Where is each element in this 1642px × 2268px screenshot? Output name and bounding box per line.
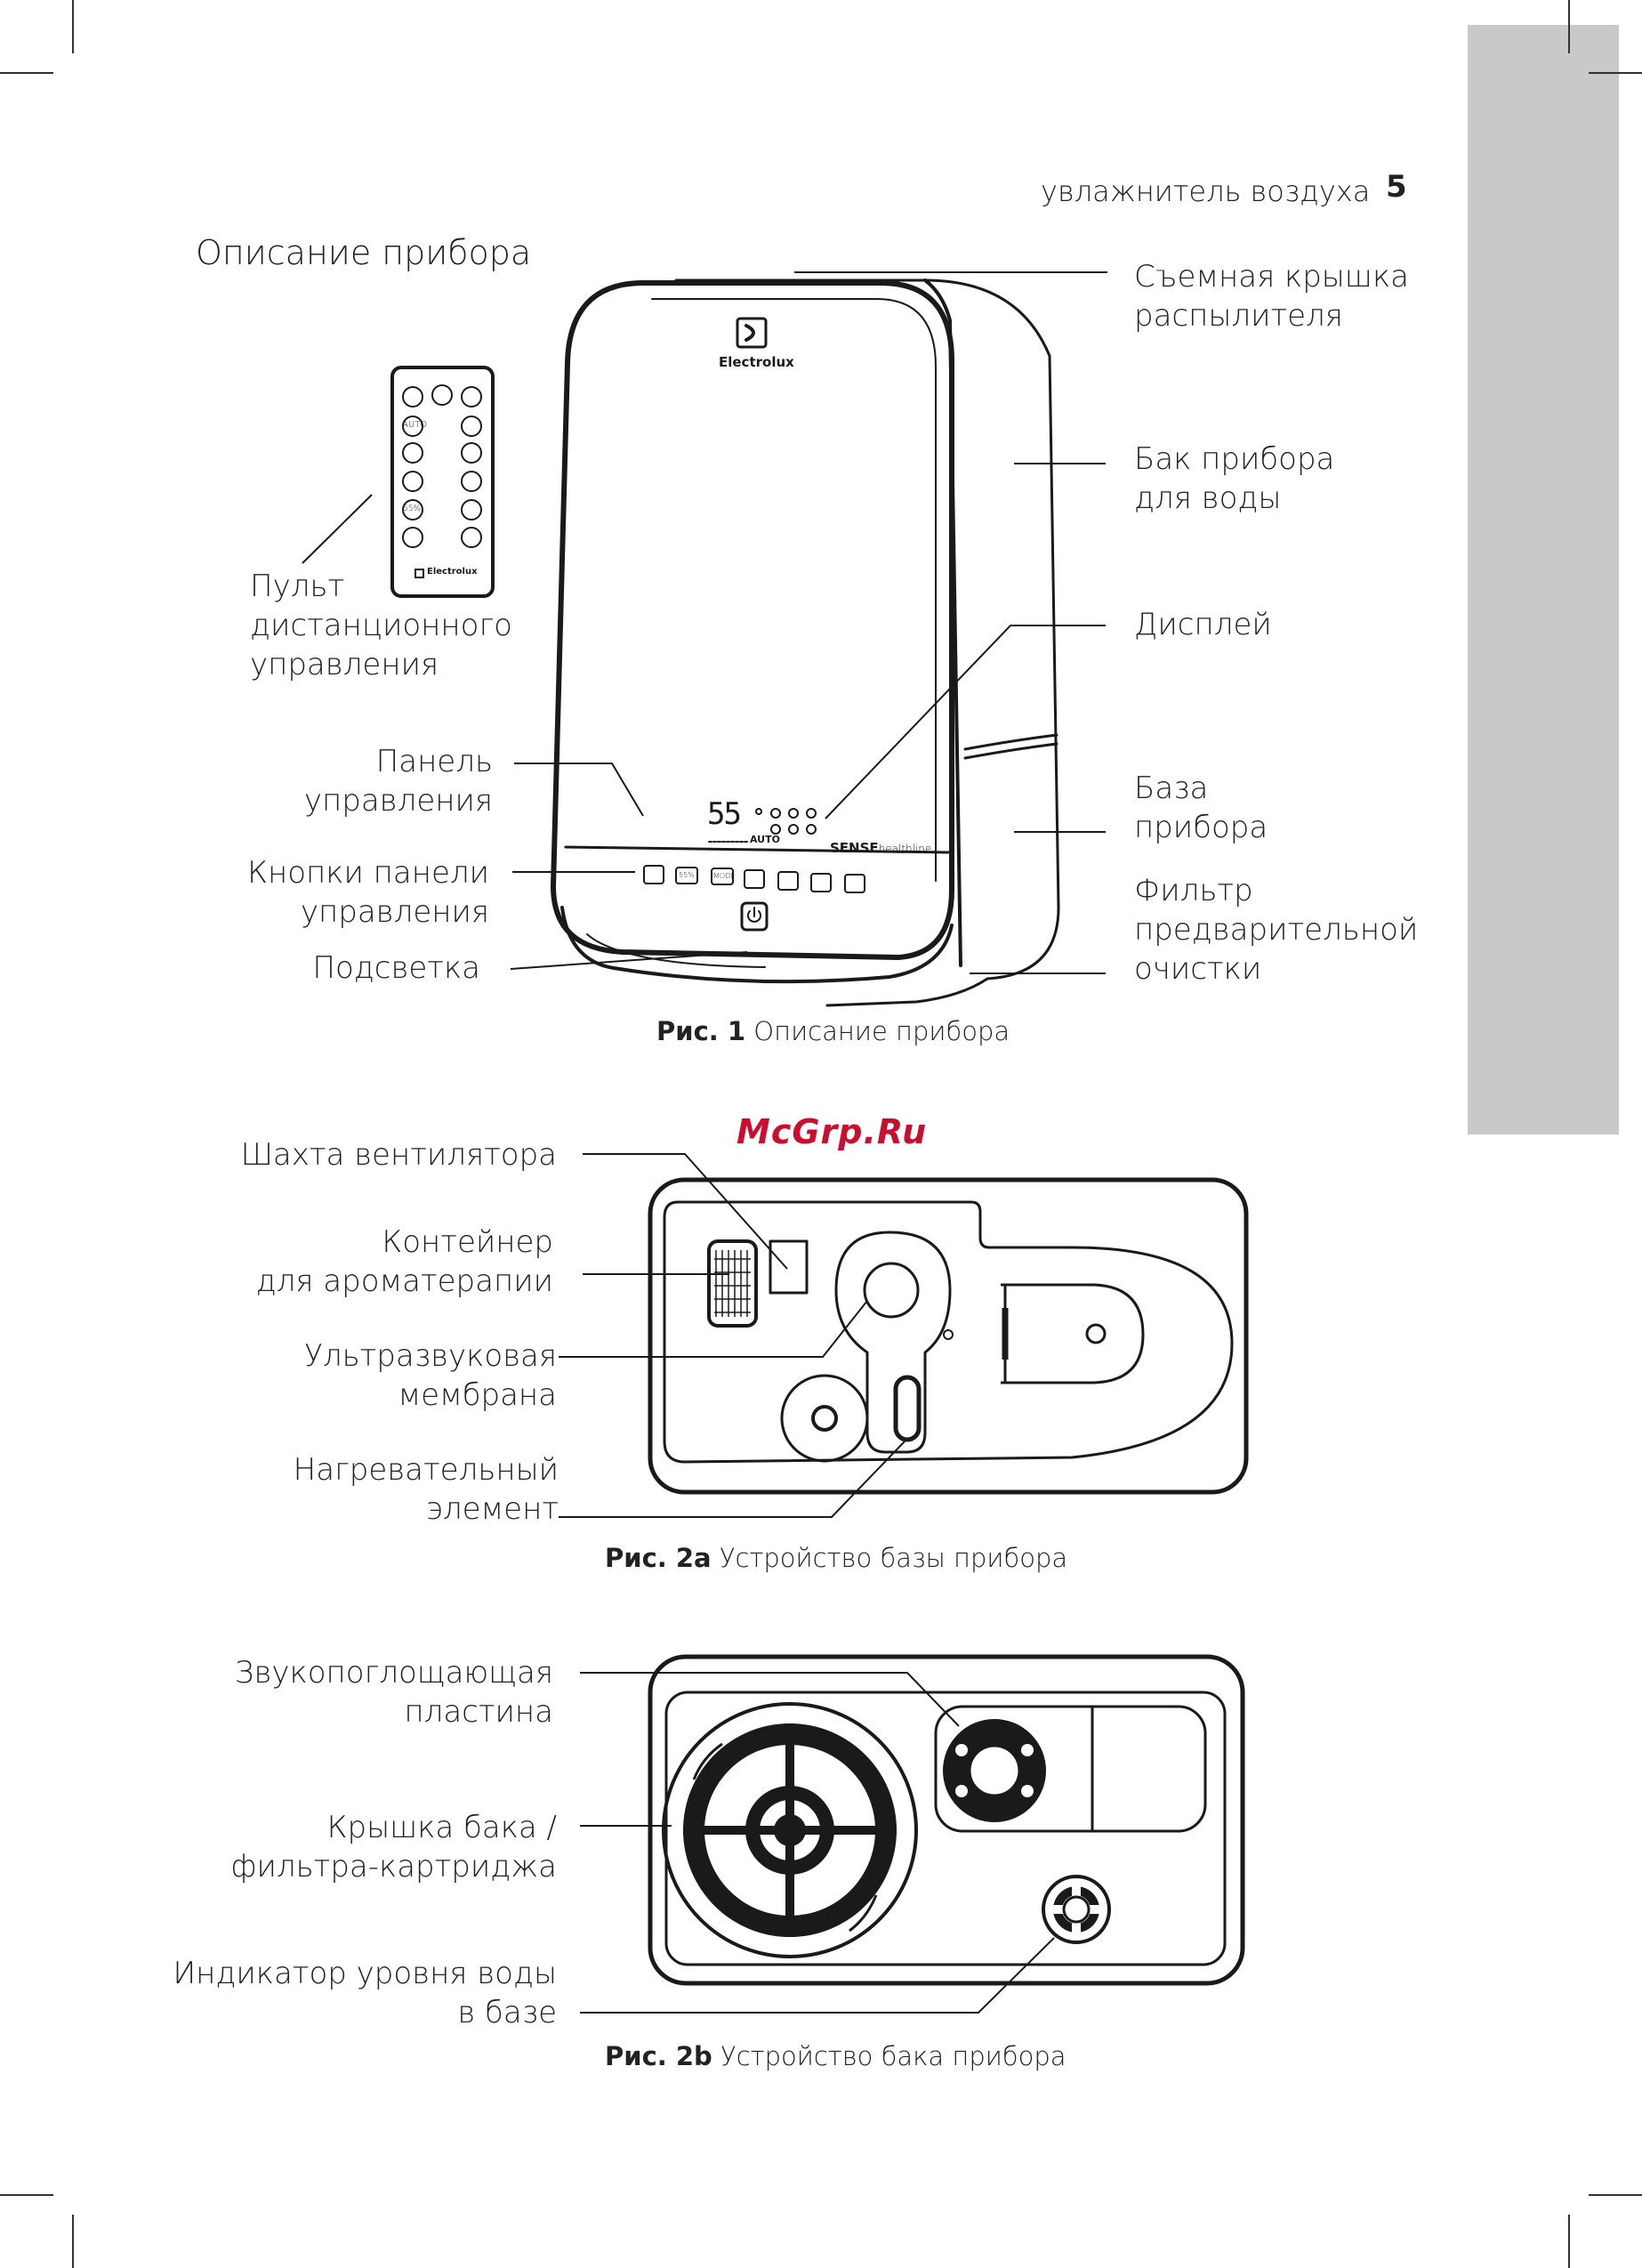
label-backlight: Подсветка xyxy=(312,950,480,986)
tank-drawing xyxy=(648,1654,1245,1986)
remote-55-label: 55% xyxy=(403,504,422,513)
fig2a-leaders xyxy=(559,1153,906,1518)
side-tab xyxy=(1468,25,1619,1134)
humidifier-drawing xyxy=(551,278,1060,1007)
fig1-leaders xyxy=(302,271,1107,974)
fig2b-leaders xyxy=(580,1672,1055,2014)
caption-fig2b: Рис. 2b Устройство бака прибора xyxy=(605,2041,1066,2071)
page-number: 5 xyxy=(1386,169,1407,205)
label-fan-shaft: Шахта вентилятора xyxy=(240,1137,557,1173)
display-mode: AUTO xyxy=(750,834,780,845)
label-tank-cap: Крышка бака /фильтра-картриджа xyxy=(230,1810,557,1885)
remote-brand: Electrolux xyxy=(427,567,478,577)
remote-auto-label: AUTO xyxy=(402,420,428,430)
display-value: 55 xyxy=(707,796,742,832)
base-drawing xyxy=(648,1177,1249,1495)
series-name: SENSEhealthline xyxy=(830,840,932,856)
device-brand: Electrolux xyxy=(719,354,794,370)
label-display: Дисплей xyxy=(1134,607,1272,642)
panel-button-mode: MODE xyxy=(713,872,736,880)
watermark: McGrp.Ru xyxy=(736,1112,928,1151)
caption-fig2a: Рис. 2a Устройство базы прибора xyxy=(605,1543,1068,1573)
header-title: увлажнитель воздуха xyxy=(1041,174,1371,208)
section-title: Описание прибора xyxy=(196,233,532,272)
remote-drawing xyxy=(390,366,495,598)
caption-fig1: Рис. 1 Описание прибора xyxy=(656,1016,1010,1046)
panel-button-55: 55% xyxy=(679,871,695,879)
